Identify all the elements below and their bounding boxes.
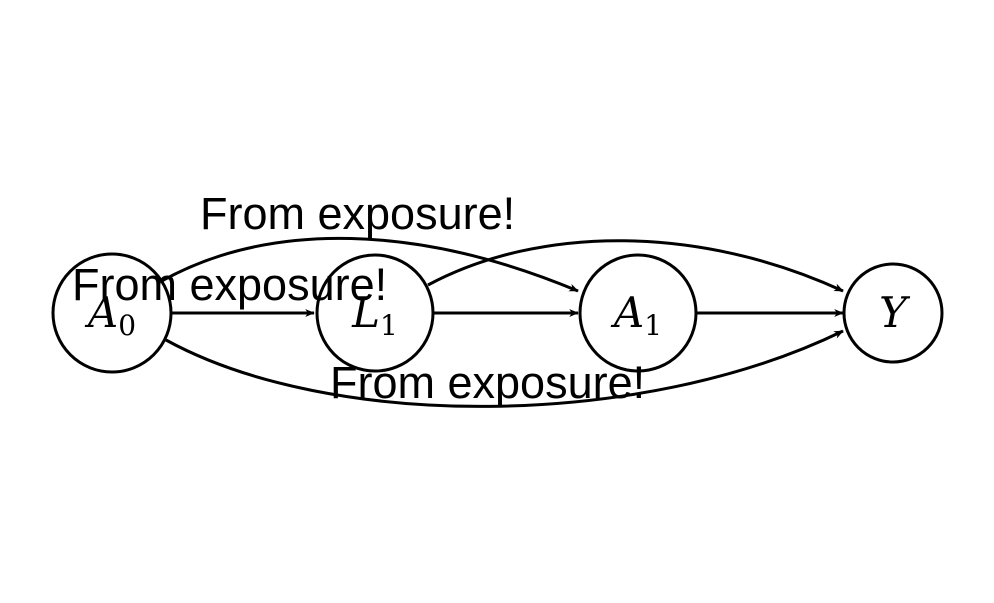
edge-a0-to-a1 — [159, 236, 579, 293]
node-a1-circle — [578, 253, 698, 373]
node-y-label: Y — [879, 288, 911, 337]
node-a0-base: A — [84, 288, 118, 337]
node-a0-subscript: 0 — [118, 309, 136, 342]
node-a1-subscript: 1 — [644, 309, 662, 342]
edge-a0-to-y — [165, 329, 844, 408]
node-y-circle — [842, 262, 944, 364]
node-a1-base: A — [610, 288, 644, 337]
node-a0-circle — [51, 252, 173, 374]
node-l1-base: L — [351, 288, 380, 337]
node-l1-label: L1 — [351, 288, 398, 342]
node-a1-label: A1 — [610, 288, 662, 342]
node-l1: L1 — [315, 253, 435, 373]
node-l1-circle — [315, 253, 435, 373]
node-a0: A0 — [51, 252, 173, 374]
node-y-base: Y — [879, 288, 911, 337]
edge-label-top: From exposure! — [200, 188, 515, 239]
node-y: Y — [842, 262, 944, 364]
edge-label-bottom: From exposure! — [330, 357, 645, 408]
node-a0-label: A0 — [84, 288, 136, 342]
node-l1-subscript: 1 — [380, 309, 398, 342]
edge-l1-to-y — [427, 239, 844, 293]
edge-label-middle: From exposure! — [72, 259, 387, 310]
node-a1: A1 — [578, 253, 698, 373]
